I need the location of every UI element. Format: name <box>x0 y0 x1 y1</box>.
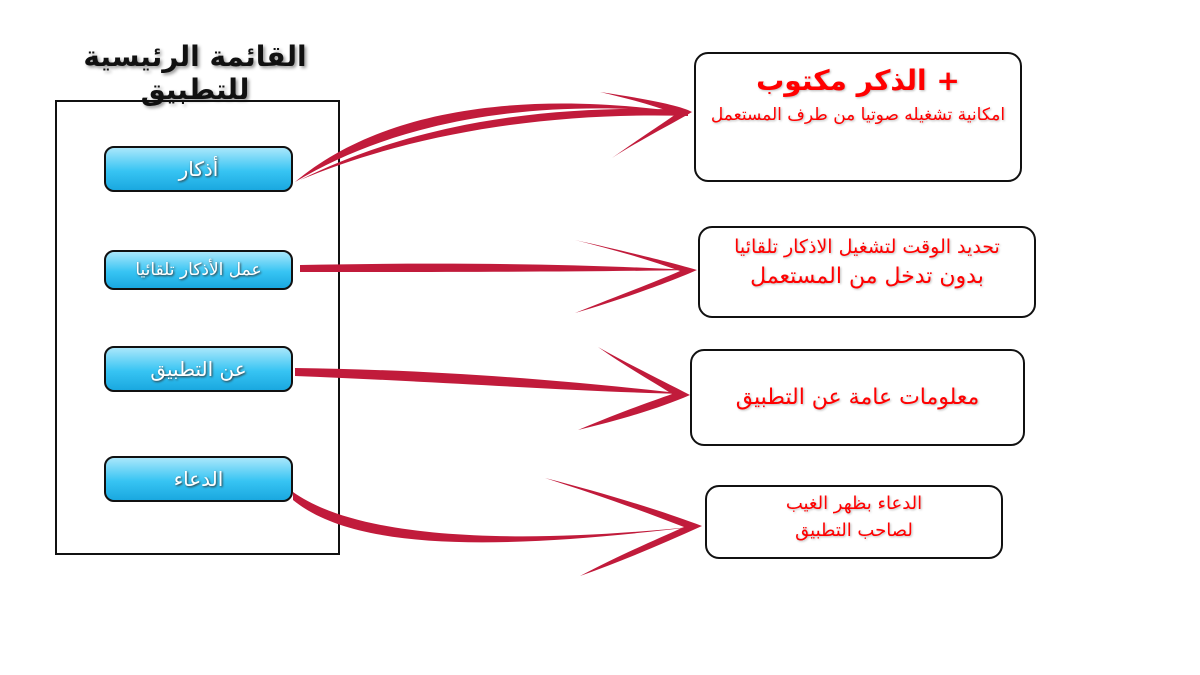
menu-button-adhkar[interactable]: أذكار <box>104 146 293 192</box>
arrow-2 <box>300 263 690 272</box>
arrow-1 <box>295 103 688 182</box>
box-auto-line1: تحديد الوقت لتشغيل الاذكار تلقائيا <box>734 236 1000 258</box>
box-adhkar-desc: امكانية تشغيله صوتيا من طرف المستعمل <box>710 105 1006 125</box>
box-auto-line2: بدون تدخل من المستعمل <box>750 264 984 289</box>
box-dua-line1: الدعاء بظهر الغيب <box>785 493 923 514</box>
diagram-title: القائمة الرئيسية للتطبيق <box>83 40 307 106</box>
box-about-text: معلومات عامة عن التطبيق <box>735 385 980 410</box>
arrowhead-3 <box>578 347 690 430</box>
menu-button-auto-adhkar[interactable]: عمل الأذكار تلقائيا <box>104 250 293 290</box>
box-adhkar: + الذكر مكتوب امكانية تشغيله صوتيا من طر… <box>694 52 1022 182</box>
box-auto: تحديد الوقت لتشغيل الاذكار تلقائيا بدون … <box>698 226 1036 318</box>
main-menu-frame <box>55 100 340 555</box>
box-dua: الدعاء بظهر الغيب لصاحب التطبيق <box>705 485 1003 559</box>
box-about: معلومات عامة عن التطبيق <box>690 349 1025 446</box>
menu-button-dua[interactable]: الدعاء <box>104 456 293 502</box>
box-dua-line2: لصاحب التطبيق <box>795 520 913 541</box>
arrow-4 <box>293 492 700 543</box>
arrowhead-1 <box>600 92 692 158</box>
arrowhead-2 <box>575 240 697 313</box>
box-adhkar-title: + الذكر مكتوب <box>756 64 960 97</box>
arrow-3 <box>295 368 688 394</box>
arrowhead-4 <box>545 478 702 576</box>
menu-button-about[interactable]: عن التطبيق <box>104 346 293 392</box>
